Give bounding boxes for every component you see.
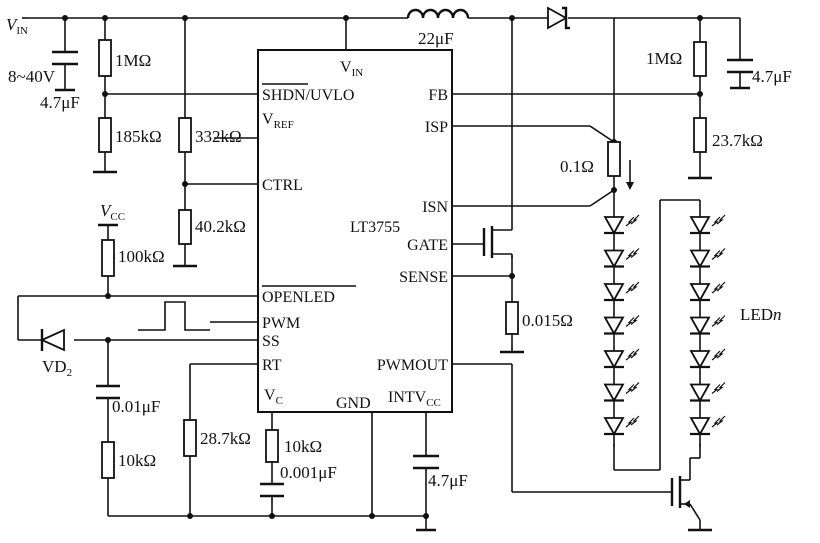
r-fb-bottom-label: 23.7kΩ [712, 131, 763, 150]
led-icon [689, 413, 726, 447]
led-icon [603, 413, 640, 447]
ic-pin-openled: OPENLED [262, 289, 335, 306]
led-icon [603, 379, 640, 413]
resistor-100k [101, 239, 115, 277]
ic-pin-vref: VREF [262, 111, 294, 131]
resistor-28k7 [183, 419, 197, 457]
inductor-label: 22μF [418, 29, 454, 48]
ic-pin-isn: ISN [422, 199, 448, 216]
labels: VIN 8~40V 4.7μF 1MΩ 185kΩ 332kΩ 40.2kΩ V… [6, 15, 792, 490]
c-vc-label: 0.001μF [280, 463, 337, 482]
diode-vd2-icon [39, 328, 65, 352]
inductor-icon [406, 8, 470, 19]
capacitor-intvcc [413, 454, 439, 532]
ic-pin-gnd: GND [336, 395, 371, 412]
vcc-label: VCC [100, 201, 125, 223]
led-string-left [603, 212, 640, 447]
r-led-sense-label: 0.1Ω [560, 157, 594, 176]
r-pullup-label: 100kΩ [118, 247, 165, 266]
cin-label: 4.7μF [40, 93, 80, 112]
vin-range: 8~40V [8, 67, 56, 86]
r-ctrl-bottom-label: 40.2kΩ [195, 217, 246, 236]
ic-pin-shdn: SHDN/UVLO [262, 87, 354, 104]
led-label: LEDn [740, 305, 782, 324]
ic-pin-ctrl: CTRL [262, 177, 303, 194]
capacitor-ss [96, 384, 120, 400]
junction-dots [62, 15, 703, 519]
resistor-185k [98, 117, 112, 153]
input-capacitor [52, 50, 78, 92]
resistor-01 [607, 141, 621, 177]
led-icon [689, 279, 726, 313]
resistor-332k [178, 117, 192, 153]
resistor-40k2 [178, 209, 192, 245]
capacitor-vc [260, 482, 284, 498]
r-ss-label: 10kΩ [118, 451, 156, 470]
resistor-1m-fb [693, 41, 707, 77]
resistor-23k7 [693, 117, 707, 153]
ic-pin-gate: GATE [407, 237, 448, 254]
r-fb-top-label: 1MΩ [646, 49, 682, 68]
ic-pin-intvcc: INTVCC [388, 389, 441, 409]
ic-pin-pwm: PWM [262, 315, 300, 332]
resistor-0015 [505, 301, 519, 335]
c-ss-label: 0.01μF [112, 397, 160, 416]
led-icon [603, 245, 640, 279]
c-intvcc-label: 4.7μF [428, 471, 468, 490]
led-icon [603, 312, 640, 346]
ic-pin-ss: SS [262, 333, 280, 350]
capacitor-output [727, 58, 753, 90]
r-uvlo-top-label: 1MΩ [115, 51, 151, 70]
led-icon [603, 279, 640, 313]
r-ctrl-top-label: 332kΩ [195, 127, 242, 146]
r-uvlo-bottom-label: 185kΩ [115, 127, 162, 146]
r-sense-label: 0.015Ω [522, 311, 573, 330]
wires [17, 17, 741, 530]
r-rt-label: 28.7kΩ [200, 429, 251, 448]
ic-vin-pin: VIN [340, 59, 363, 79]
led-icon [603, 212, 640, 246]
led-string-right [689, 212, 726, 447]
c-out-label: 4.7μF [752, 67, 792, 86]
led-icon [603, 346, 640, 380]
resistor-10k-vc [265, 429, 279, 463]
ic-name: LT3755 [350, 219, 400, 236]
ic-pin-sense: SENSE [399, 269, 448, 286]
ic-pin-vc: VC [264, 387, 283, 407]
led-icon [689, 212, 726, 246]
ic-pin-rt: RT [262, 357, 282, 374]
ic-pin-pwmout: PWMOUT [377, 357, 448, 374]
led-icon [689, 312, 726, 346]
vd2-label: VD2 [42, 357, 72, 379]
vin-label: VIN [6, 15, 28, 37]
resistor-1m-uvlo [98, 39, 112, 77]
pwm-pulse-icon [138, 301, 210, 331]
ic-pin-isp: ISP [425, 119, 448, 136]
led-icon [689, 346, 726, 380]
current-arrow-icon [626, 160, 634, 190]
led-icon [689, 379, 726, 413]
schottky-diode-icon [547, 6, 570, 30]
r-vc-label: 10kΩ [284, 437, 322, 456]
mosfet-pwm-icon [670, 458, 712, 532]
ic-pin-fb: FB [428, 87, 448, 104]
resistor-10k-ss [101, 441, 115, 479]
led-icon [689, 245, 726, 279]
ic-body [257, 49, 453, 413]
mosfet-main-icon [482, 222, 513, 258]
